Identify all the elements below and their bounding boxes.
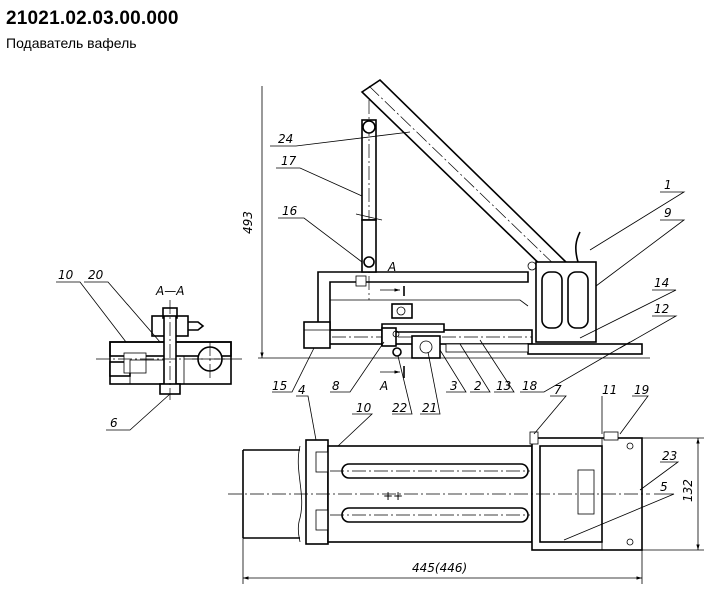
- section-a-a-view: A—A: [96, 284, 242, 400]
- callout-1: 1: [664, 178, 672, 192]
- callout-6: 6: [110, 416, 118, 430]
- callout-12: 12: [654, 302, 669, 316]
- callout-19: 19: [634, 383, 649, 397]
- callout-16: 16: [282, 204, 298, 218]
- callout-23: 23: [662, 449, 677, 463]
- center-mark: ++: [383, 489, 403, 503]
- callout-13: 13: [496, 379, 511, 393]
- section-arrow-top: A: [387, 260, 396, 274]
- document-title: Подаватель вафель: [6, 35, 137, 51]
- callout-10-section: 10: [58, 268, 74, 282]
- callout-17: 17: [281, 154, 297, 168]
- section-label: A—A: [155, 284, 184, 298]
- callout-21: 21: [422, 401, 437, 415]
- callout-24: 24: [278, 132, 293, 146]
- callout-20: 20: [88, 268, 104, 282]
- callout-14: 14: [654, 276, 669, 290]
- callout-18: 18: [522, 379, 538, 393]
- dimension-length: 445(446): [412, 561, 467, 575]
- callout-4: 4: [298, 383, 306, 397]
- callout-10-top: 10: [356, 401, 372, 415]
- callout-3: 3: [450, 379, 458, 393]
- callout-15: 15: [272, 379, 287, 393]
- callout-2: 2: [474, 379, 482, 393]
- dimension-height: 493: [241, 211, 255, 234]
- leader-lines: [56, 131, 686, 541]
- callout-8: 8: [332, 379, 340, 393]
- section-arrow-bottom: A: [379, 379, 388, 393]
- callout-7: 7: [554, 383, 562, 397]
- document-code: 21021.02.03.00.000: [6, 8, 179, 29]
- callout-5: 5: [660, 480, 668, 494]
- callout-22: 22: [392, 401, 407, 415]
- callout-numbers: 24 17 16 1 9 14 12 10 20 6 15 8 22 21 3 …: [58, 132, 677, 494]
- callout-11: 11: [602, 383, 617, 397]
- dimension-width: 132: [681, 479, 695, 502]
- callout-9: 9: [664, 206, 672, 220]
- side-view: 493: [241, 78, 650, 393]
- top-view: ++ 132 445(446): [228, 431, 704, 584]
